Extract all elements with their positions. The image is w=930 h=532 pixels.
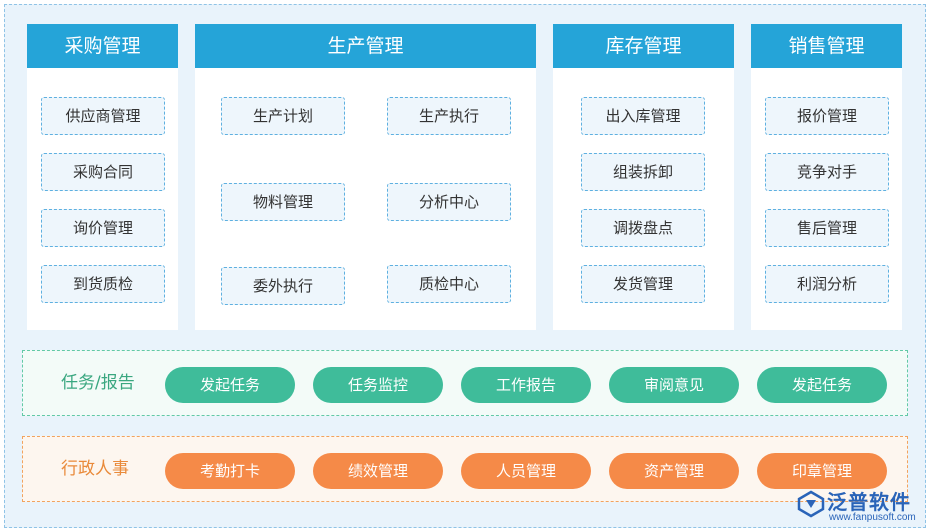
logo-name: 泛普软件	[827, 490, 911, 514]
column-purchase: 采购管理 供应商管理 采购合同 询价管理 到货质检	[27, 24, 178, 330]
task-pill[interactable]: 工作报告	[461, 367, 591, 403]
task-report-band: 任务/报告 发起任务 任务监控 工作报告 审阅意见 发起任务	[22, 350, 908, 416]
module-tag[interactable]: 采购合同	[41, 153, 165, 191]
admin-pill[interactable]: 考勤打卡	[165, 453, 295, 489]
admin-pill[interactable]: 人员管理	[461, 453, 591, 489]
admin-pill[interactable]: 资产管理	[609, 453, 739, 489]
brand-logo: 泛普软件 www.fanpusoft.com	[793, 486, 927, 528]
module-tag[interactable]: 售后管理	[765, 209, 889, 247]
module-tag[interactable]: 询价管理	[41, 209, 165, 247]
module-tag[interactable]: 调拨盘点	[581, 209, 705, 247]
module-tag[interactable]: 生产执行	[387, 97, 511, 135]
task-pill[interactable]: 任务监控	[313, 367, 443, 403]
module-tag[interactable]: 竞争对手	[765, 153, 889, 191]
task-pill[interactable]: 发起任务	[165, 367, 295, 403]
task-pill[interactable]: 发起任务	[757, 367, 887, 403]
column-sales: 销售管理 报价管理 竞争对手 售后管理 利润分析	[751, 24, 902, 330]
module-tag[interactable]: 利润分析	[765, 265, 889, 303]
column-title: 采购管理	[27, 24, 178, 68]
column-title: 生产管理	[195, 24, 536, 68]
column-title: 销售管理	[751, 24, 902, 68]
band-label: 任务/报告	[61, 373, 135, 393]
logo-url: www.fanpusoft.com	[829, 512, 916, 523]
column-title: 库存管理	[553, 24, 734, 68]
column-inventory: 库存管理 出入库管理 组装拆卸 调拨盘点 发货管理	[553, 24, 734, 330]
module-tag[interactable]: 物料管理	[221, 183, 345, 221]
band-label: 行政人事	[61, 459, 129, 479]
module-tag[interactable]: 供应商管理	[41, 97, 165, 135]
module-tag[interactable]: 报价管理	[765, 97, 889, 135]
logo-mark-icon	[797, 490, 825, 518]
module-tag[interactable]: 出入库管理	[581, 97, 705, 135]
module-tag[interactable]: 质检中心	[387, 265, 511, 303]
admin-pill[interactable]: 印章管理	[757, 453, 887, 489]
module-tag[interactable]: 组装拆卸	[581, 153, 705, 191]
module-tag[interactable]: 到货质检	[41, 265, 165, 303]
module-tag[interactable]: 分析中心	[387, 183, 511, 221]
admin-pill[interactable]: 绩效管理	[313, 453, 443, 489]
task-pill[interactable]: 审阅意见	[609, 367, 739, 403]
module-tag[interactable]: 委外执行	[221, 267, 345, 305]
module-tag[interactable]: 发货管理	[581, 265, 705, 303]
module-tag[interactable]: 生产计划	[221, 97, 345, 135]
admin-hr-band: 行政人事 考勤打卡 绩效管理 人员管理 资产管理 印章管理	[22, 436, 908, 502]
column-production: 生产管理 生产计划 生产执行 物料管理 分析中心 委外执行 质检中心	[195, 24, 536, 330]
